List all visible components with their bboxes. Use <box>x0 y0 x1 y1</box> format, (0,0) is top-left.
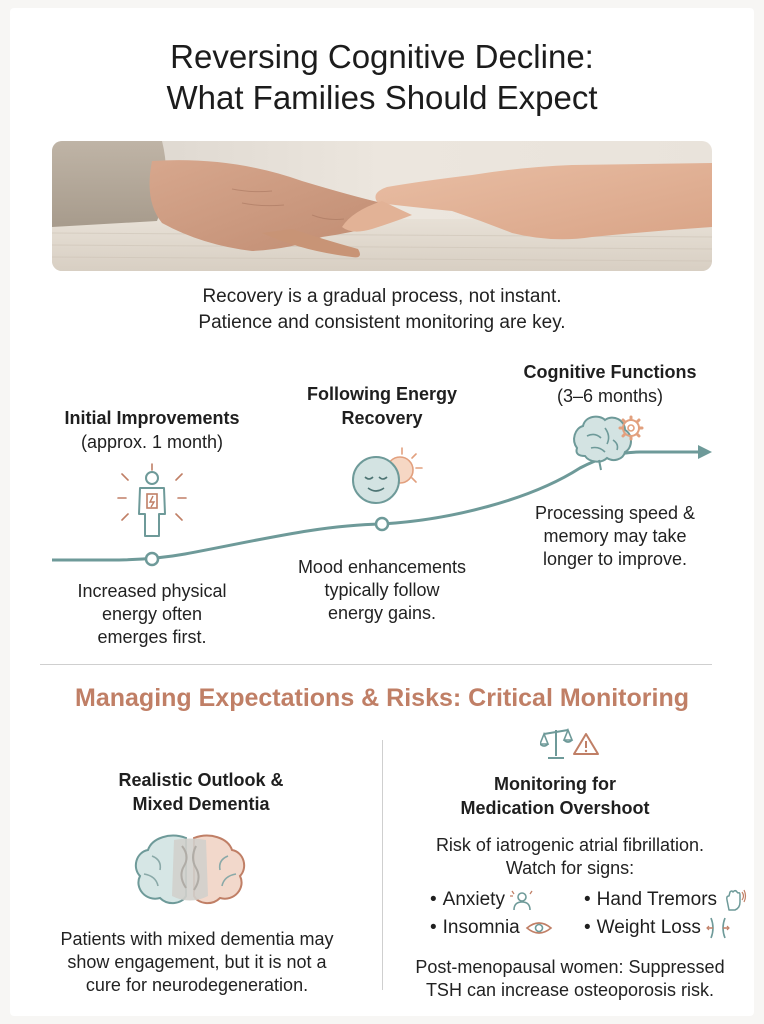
timeline-arrow-head <box>698 445 712 459</box>
stage-2-title-line-2: Recovery <box>341 408 423 428</box>
title-line-1: Reversing Cognitive Decline: <box>170 38 594 75</box>
stage-1-desc-line-1: Increased physical <box>77 581 227 601</box>
section-divider <box>40 664 712 665</box>
stage-3-subtitle: (3–6 months) <box>556 386 664 406</box>
timeline-marker-1 <box>144 551 160 567</box>
intro-line-1: Recovery is a gradual process, not insta… <box>202 286 562 307</box>
intro-line-2: Patience and consistent monitoring are k… <box>198 312 566 333</box>
hand-icon <box>726 889 747 911</box>
stage-2-desc-line-2: typically follow <box>324 580 440 600</box>
left-title-line-1: Realistic Outlook & <box>118 770 284 790</box>
left-text-line-3: cure for neurodegeneration. <box>85 975 309 995</box>
stage-2-heading: Following Energy Recovery <box>266 382 498 430</box>
stage-2-desc-line-3: energy gains. <box>327 603 437 623</box>
left-title-line-2: Mixed Dementia <box>132 794 270 814</box>
sign-hand-tremors-label: Hand Tremors <box>596 889 718 910</box>
stage-1-heading: Initial Improvements (approx. 1 month) <box>30 406 274 454</box>
intro-text: Recovery is a gradual process, not insta… <box>0 284 764 336</box>
sun-moon-icon <box>352 447 423 504</box>
left-column-text: Patients with mixed dementia may show en… <box>30 928 364 997</box>
sign-weight-loss-label: Weight Loss <box>596 917 701 938</box>
stage-1-subtitle: (approx. 1 month) <box>80 432 224 452</box>
note-line-2: TSH can increase osteoporosis risk. <box>425 980 715 1000</box>
hero-image-holding-hands <box>52 141 712 271</box>
sign-anxiety-label: Anxiety <box>442 889 505 910</box>
sign-hand-tremors: • Hand Tremors <box>584 888 747 912</box>
stage-1-desc-line-3: emerges first. <box>97 627 207 647</box>
sign-anxiety: • Anxiety <box>430 888 535 912</box>
page-title: Reversing Cognitive Decline: What Famili… <box>0 36 764 118</box>
bullet: • <box>584 917 591 938</box>
sign-insomnia-label: Insomnia <box>442 917 520 938</box>
column-divider <box>382 740 383 990</box>
brain-icon <box>134 834 246 904</box>
stage-1-desc-line-2: energy often <box>101 604 203 624</box>
stage-1-description: Increased physical energy often emerges … <box>40 580 264 649</box>
energized-person-icon <box>117 463 187 537</box>
sign-insomnia: • Insomnia <box>430 916 554 940</box>
title-line-2: What Families Should Expect <box>166 79 598 116</box>
stage-3-heading: Cognitive Functions (3–6 months) <box>490 360 730 408</box>
brain-gear-icon <box>573 415 644 471</box>
eye-icon <box>525 922 553 934</box>
note-line-1: Post-menopausal women: Suppressed <box>415 957 725 977</box>
stage-2-desc-line-1: Mood enhancements <box>297 557 467 577</box>
bullet: • <box>584 889 591 910</box>
left-text-line-2: show engagement, but it is not a <box>67 952 327 972</box>
waist-icon <box>706 917 730 939</box>
stage-3-desc-line-3: longer to improve. <box>542 549 688 569</box>
stage-3-title: Cognitive Functions <box>523 362 697 382</box>
right-column-heading: Monitoring for Medication Overshoot <box>400 772 710 820</box>
risk-line-1: Risk of iatrogenic atrial fibrillation. <box>435 835 705 855</box>
anxious-person-icon <box>509 890 533 911</box>
stage-2-description: Mood enhancements typically follow energ… <box>266 556 498 625</box>
right-title-line-1: Monitoring for <box>494 774 616 794</box>
bullet: • <box>430 889 437 910</box>
stage-3-description: Processing speed & memory may take longe… <box>500 502 730 571</box>
timeline-marker-2 <box>374 516 390 532</box>
stage-2-title-line-1: Following Energy <box>306 384 457 404</box>
stage-3-desc-line-1: Processing speed & <box>534 503 696 523</box>
left-column-heading: Realistic Outlook & Mixed Dementia <box>40 768 362 816</box>
scales-warning-icon <box>540 727 599 759</box>
stage-1-title: Initial Improvements <box>64 408 240 428</box>
bullet: • <box>430 917 437 938</box>
timeline-graphic <box>52 415 712 567</box>
risk-line-2: Watch for signs: <box>505 858 635 878</box>
monitoring-section-title: Managing Expectations & Risks: Critical … <box>75 684 689 712</box>
osteoporosis-note: Post-menopausal women: Suppressed TSH ca… <box>396 956 744 1002</box>
sign-weight-loss: • Weight Loss <box>584 916 731 940</box>
stage-3-desc-line-2: memory may take <box>543 526 687 546</box>
risk-text: Risk of iatrogenic atrial fibrillation. … <box>400 834 740 880</box>
left-text-line-1: Patients with mixed dementia may <box>60 929 334 949</box>
right-title-line-2: Medication Overshoot <box>460 798 650 818</box>
